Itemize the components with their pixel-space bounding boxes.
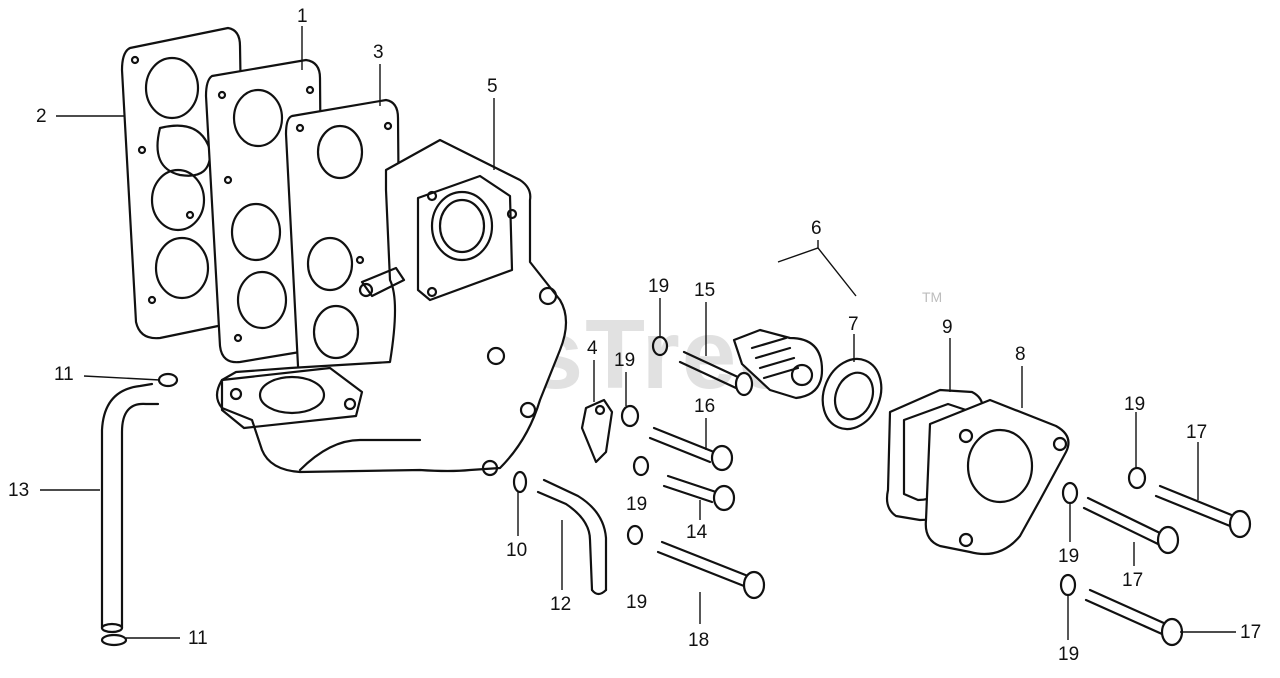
callout-17-b: 17 xyxy=(1122,570,1143,591)
callout-13: 13 xyxy=(8,480,29,501)
gasket-3 xyxy=(284,98,402,384)
thermostat-6 xyxy=(732,328,824,400)
callout-19-e: 19 xyxy=(1124,394,1145,415)
callout-11-top: 11 xyxy=(54,364,74,385)
hose-12 xyxy=(536,478,608,596)
watermark-tm: TM xyxy=(922,289,942,305)
clamp-11-top xyxy=(157,372,179,388)
washers-19 xyxy=(620,335,1147,597)
thermostat-cover-8 xyxy=(924,398,1070,556)
callout-3: 3 xyxy=(373,42,384,63)
callout-15: 15 xyxy=(694,280,715,301)
callout-16: 16 xyxy=(694,396,715,417)
leader-lines xyxy=(40,26,1236,640)
callout-1: 1 xyxy=(297,6,308,27)
callout-labels: 1 2 3 4 5 6 7 8 9 10 11 11 12 13 14 15 1… xyxy=(8,6,1261,665)
callout-19-f: 19 xyxy=(1058,546,1079,567)
hose-13 xyxy=(100,382,160,634)
clamp-11-bottom xyxy=(100,633,128,647)
callout-17-c: 17 xyxy=(1240,622,1261,643)
callout-10: 10 xyxy=(506,540,527,561)
callout-19-d: 19 xyxy=(626,592,647,613)
callout-12: 12 xyxy=(550,594,571,615)
callout-18: 18 xyxy=(688,630,709,651)
callout-6: 6 xyxy=(811,218,822,239)
callout-19-c: 19 xyxy=(626,494,647,515)
callout-14: 14 xyxy=(686,522,708,543)
callout-4: 4 xyxy=(587,338,598,359)
callout-19-a: 19 xyxy=(648,276,669,297)
callout-11-bottom: 11 xyxy=(188,628,208,649)
callout-5: 5 xyxy=(487,76,498,97)
callout-19-b: 19 xyxy=(614,350,635,371)
callout-7: 7 xyxy=(848,314,859,335)
callout-2: 2 xyxy=(36,106,47,127)
clamp-10 xyxy=(512,470,528,494)
callout-17-a: 17 xyxy=(1186,422,1207,443)
intake-manifold-5 xyxy=(215,138,568,477)
bracket-4 xyxy=(580,398,614,464)
callout-9: 9 xyxy=(942,317,953,338)
callout-19-g: 19 xyxy=(1058,644,1079,665)
thermostat-seal-7 xyxy=(821,357,883,431)
callout-8: 8 xyxy=(1015,344,1026,365)
